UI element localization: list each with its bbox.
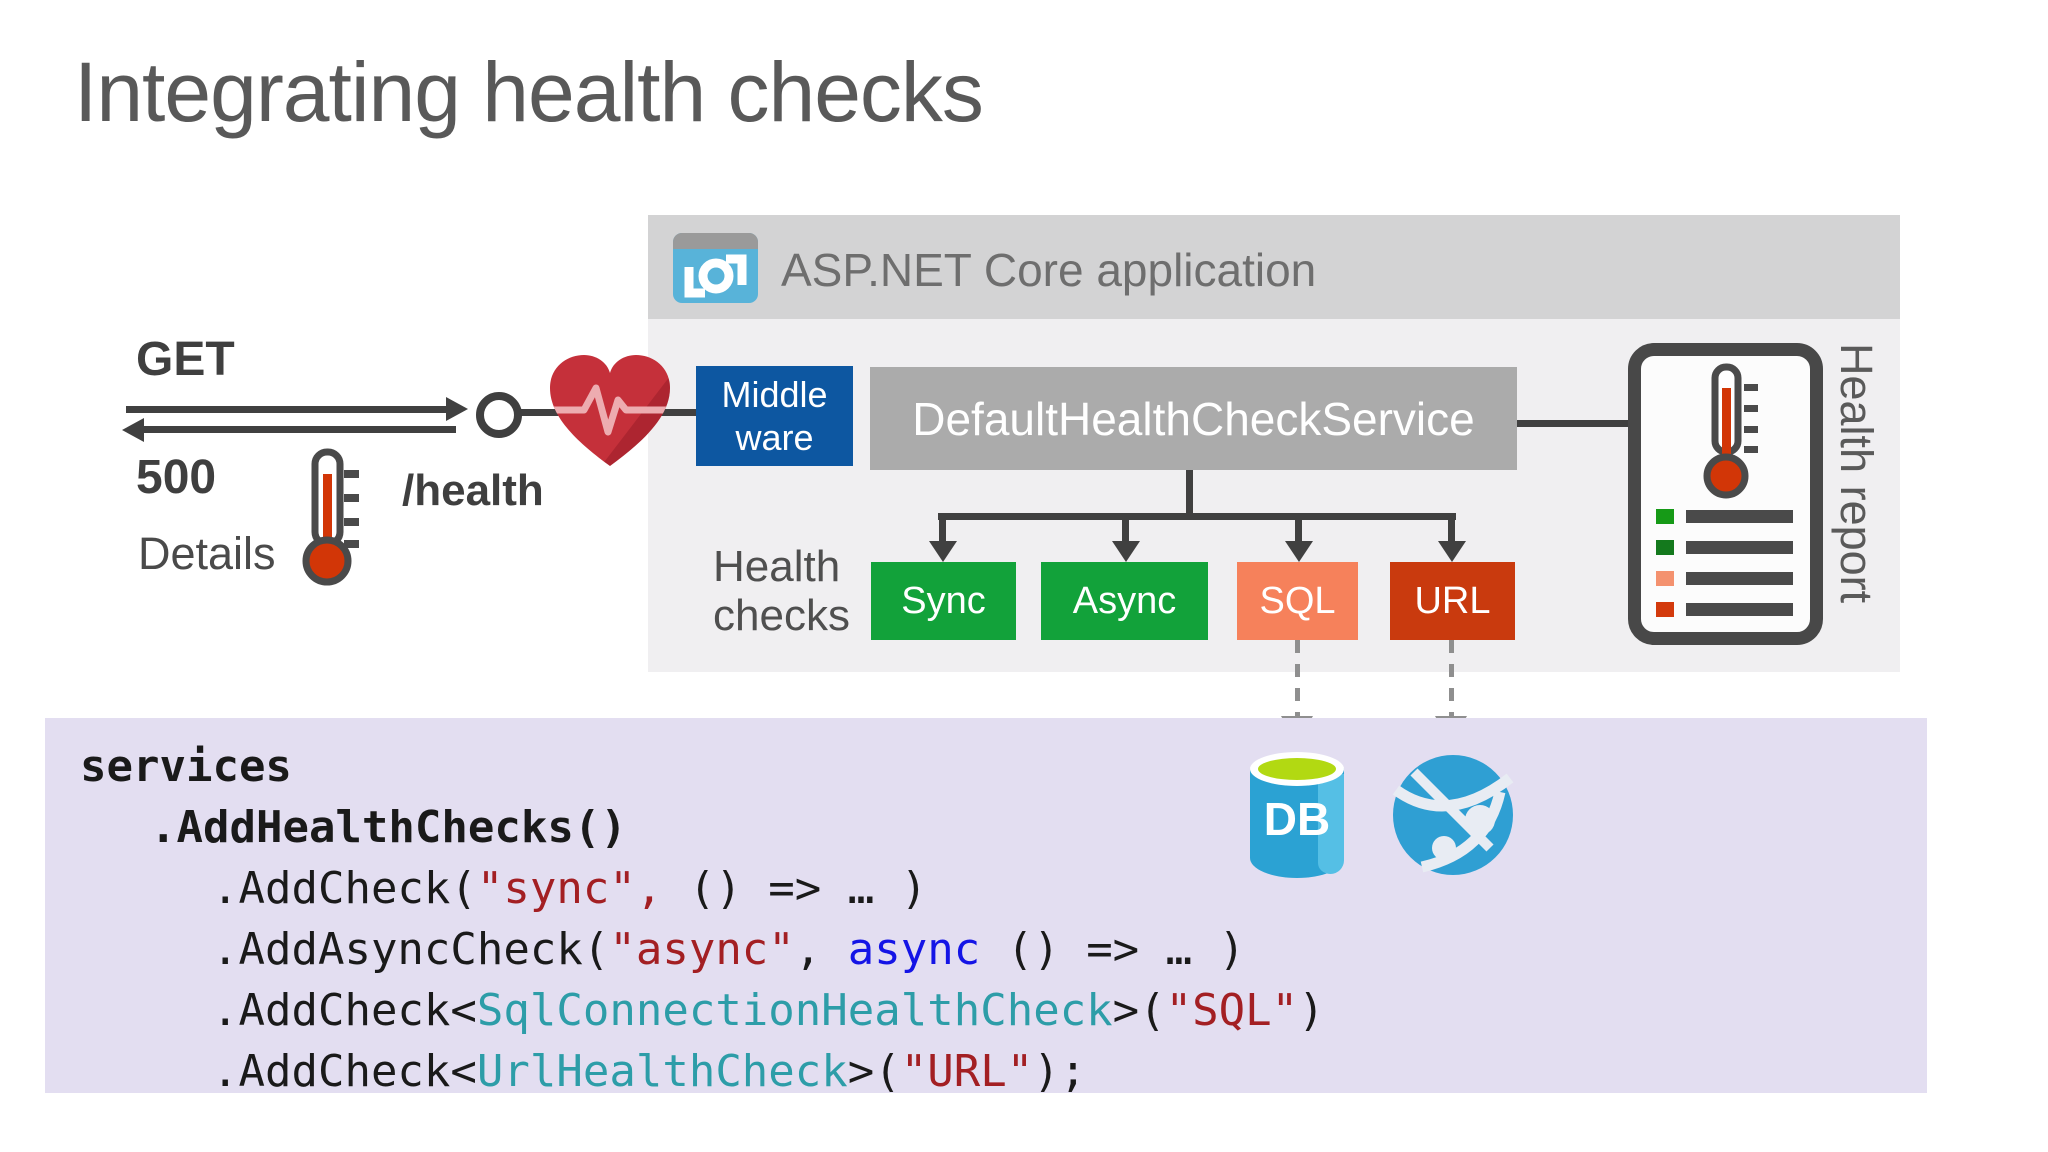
thermometer-icon	[302, 448, 359, 586]
code-segment-plain: .AddHealthChecks()	[150, 802, 627, 853]
code-line: .AddCheck("sync", () => … )	[80, 858, 1325, 919]
code-segment-plain: services	[80, 741, 292, 792]
check-box-async-label: Async	[1072, 579, 1177, 622]
code-segment-string: "URL"	[900, 1046, 1034, 1097]
check-box-url-label: URL	[1414, 579, 1491, 622]
tree-drop	[939, 520, 946, 547]
app-header-label: ASP.NET Core application	[781, 244, 1317, 296]
code-line: .AddCheck<UrlHealthCheck>("URL");	[80, 1041, 1325, 1102]
code-line: .AddCheck<SqlConnectionHealthCheck>("SQL…	[80, 980, 1325, 1041]
dashed-connector-url	[1449, 640, 1454, 718]
code-segment-plain: )	[1298, 985, 1325, 1036]
heartbeat-icon	[550, 355, 670, 466]
check-box-sync-label: Sync	[901, 579, 986, 622]
database-icon: DB	[1248, 752, 1346, 878]
report-row-bar	[1686, 510, 1793, 523]
response-arrow-head-icon	[122, 418, 144, 442]
code-segment-string: "sync",	[476, 863, 663, 914]
database-top-fill	[1258, 758, 1336, 780]
page-title: Integrating health checks	[74, 45, 984, 139]
code-segment-plain: );	[1033, 1046, 1087, 1097]
code-segment-plain: .AddCheck(	[212, 863, 477, 914]
report-status-square	[1656, 571, 1674, 586]
check-box-async: Async	[1041, 562, 1208, 640]
healthcheck-service-box: DefaultHealthCheckService	[870, 367, 1517, 470]
report-row-bar	[1686, 572, 1793, 585]
report-row-bar	[1686, 603, 1793, 616]
code-segment-plain: .AddCheck<	[212, 1046, 477, 1097]
code-segment-plain: .AddCheck<	[212, 985, 477, 1036]
database-cylinder-highlight	[1318, 774, 1344, 874]
tree-drop	[1448, 520, 1455, 547]
tree-drop	[1295, 520, 1302, 547]
endpoint-circle-icon	[476, 392, 522, 438]
response-arrow	[142, 426, 456, 433]
tree-arrow-head-icon	[1438, 541, 1466, 562]
code-line: .AddHealthChecks()	[80, 797, 1325, 858]
code-segment-string: "SQL"	[1165, 985, 1299, 1036]
tree-stub	[1186, 470, 1193, 517]
report-status-square	[1656, 602, 1674, 617]
health-report-label: Health report	[1831, 343, 1882, 604]
code-segment-type: SqlConnectionHealthCheck	[476, 985, 1113, 1036]
check-box-url: URL	[1390, 562, 1515, 640]
aspnet-logo-glyph	[684, 254, 747, 298]
report-status-square	[1656, 509, 1674, 524]
request-arrow	[126, 406, 446, 413]
aspnet-logo-titlebar	[673, 233, 758, 249]
report-row-bar	[1686, 541, 1793, 554]
globe-network-icon	[1392, 755, 1514, 875]
code-segment-plain: ,	[794, 924, 848, 975]
report-status-square	[1656, 540, 1674, 555]
code-segment-plain: () => … )	[980, 924, 1246, 975]
code-lines: services.AddHealthChecks().AddCheck("syn…	[80, 736, 1325, 1102]
code-segment-keyword: async	[847, 924, 981, 975]
code-segment-plain: .AddAsyncCheck(	[212, 924, 610, 975]
tree-arrow-head-icon	[1112, 541, 1140, 562]
code-block	[45, 718, 1927, 1093]
check-box-sql: SQL	[1237, 562, 1358, 640]
middleware-box: Middle ware	[696, 366, 853, 466]
http-get-label: GET	[136, 333, 235, 386]
health-checks-label: Health checks	[713, 542, 850, 640]
check-box-sync: Sync	[871, 562, 1016, 640]
connector-service-report	[1517, 420, 1630, 427]
health-checks-label-line1: Health	[713, 542, 841, 591]
tree-arrow-head-icon	[1285, 541, 1313, 562]
code-segment-type: UrlHealthCheck	[476, 1046, 848, 1097]
tree-horizontal-line	[938, 513, 1456, 520]
tree-drop	[1122, 520, 1129, 547]
code-line: services	[80, 736, 1325, 797]
request-arrow-head-icon	[446, 397, 468, 421]
middleware-label-line1: Middle	[721, 374, 828, 415]
details-label: Details	[138, 528, 276, 579]
code-segment-plain: () => … )	[662, 863, 928, 914]
code-line: .AddAsyncCheck("async", async () => … )	[80, 919, 1325, 980]
aspnet-logo-icon	[673, 233, 758, 303]
health-checks-label-line2: checks	[713, 591, 850, 640]
healthcheck-service-label: DefaultHealthCheckService	[912, 392, 1475, 445]
code-segment-string: "async"	[609, 924, 795, 975]
tree-arrow-head-icon	[929, 541, 957, 562]
http-status-label: 500	[136, 451, 217, 504]
code-segment-plain: >(	[1112, 985, 1166, 1036]
health-endpoint-label: /health	[402, 466, 544, 515]
middleware-label-line2: ware	[735, 417, 814, 458]
code-segment-plain: >(	[847, 1046, 901, 1097]
dashed-connector-sql	[1295, 640, 1300, 718]
check-box-sql-label: SQL	[1259, 579, 1336, 622]
database-label: DB	[1263, 793, 1331, 845]
aspnet-app-header	[648, 215, 1900, 319]
report-thermometer-icon	[1703, 363, 1758, 499]
